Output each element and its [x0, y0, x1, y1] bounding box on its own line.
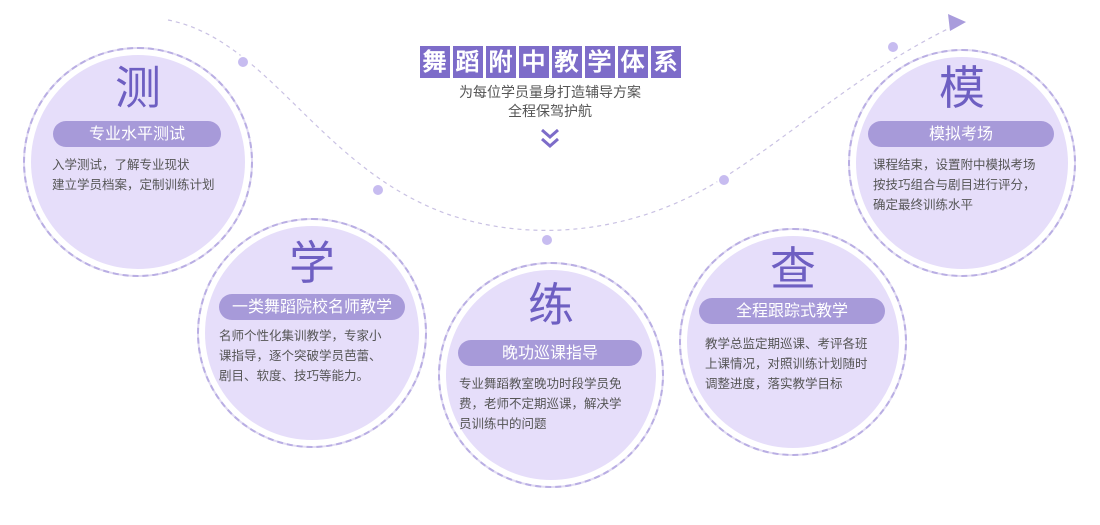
description-line: 专业舞蹈教室晚功时段学员免: [459, 376, 622, 391]
subtitle-line: 为每位学员量身打造辅导方案: [459, 85, 641, 101]
title-char: 学: [584, 46, 615, 78]
arrow-head-icon: [948, 14, 966, 31]
description-line: 课程结束，设置附中模拟考场: [873, 157, 1036, 172]
title-char: 教: [551, 46, 582, 78]
step-label: 晚功巡课指导: [458, 340, 642, 366]
path-dot: [540, 233, 554, 247]
path-dot: [236, 55, 250, 69]
step-description: 教学总监定期巡课、考评各班 上课情况，对照训练计划随时 调整进度，落实教学目标: [705, 334, 868, 394]
description-line: 费，老师不定期巡课，解决学: [459, 396, 622, 411]
description-line: 入学测试，了解专业现状: [52, 157, 190, 172]
path-dot: [371, 183, 385, 197]
description-line: 调整进度，落实教学目标: [705, 376, 843, 391]
description-line: 名师个性化集训教学，专家小: [219, 328, 382, 343]
description-line: 建立学员档案，定制训练计划: [52, 177, 215, 192]
step-description: 专业舞蹈教室晚功时段学员免 费，老师不定期巡课，解决学 员训练中的问题: [459, 374, 622, 434]
step-circle-test: 测 专业水平测试 入学测试，了解专业现状 建立学员档案，定制训练计划: [23, 47, 253, 277]
description-line: 课指导，逐个突破学员芭蕾、: [219, 348, 382, 363]
subtitle: 为每位学员量身打造辅导方案 全程保驾护航: [410, 84, 690, 122]
step-description: 入学测试，了解专业现状 建立学员档案，定制训练计划: [52, 155, 215, 195]
title-char: 系: [650, 46, 681, 78]
step-char: 模: [939, 61, 985, 115]
path-dot: [717, 173, 731, 187]
step-label: 模拟考场: [868, 121, 1054, 147]
step-char: 测: [115, 61, 161, 115]
title-char: 体: [617, 46, 648, 78]
path-dot: [886, 40, 900, 54]
step-label: 一类舞蹈院校名师教学: [219, 294, 405, 320]
subtitle-line: 全程保驾护航: [508, 104, 592, 120]
step-char: 查: [770, 242, 816, 296]
title-char: 舞: [419, 46, 450, 78]
step-circle-check: 查 全程跟踪式教学 教学总监定期巡课、考评各班 上课情况，对照训练计划随时 调整…: [679, 228, 907, 456]
step-char: 练: [528, 278, 574, 332]
step-label: 全程跟踪式教学: [699, 298, 885, 324]
title-char: 中: [518, 46, 549, 78]
description-line: 按技巧组合与剧目进行评分，: [873, 177, 1036, 192]
description-line: 上课情况，对照训练计划随时: [705, 356, 868, 371]
step-description: 名师个性化集训教学，专家小 课指导，逐个突破学员芭蕾、 剧目、软度、技巧等能力。: [219, 326, 382, 386]
description-line: 剧目、软度、技巧等能力。: [219, 368, 370, 383]
header: 舞 蹈 附 中 教 学 体 系 为每位学员量身打造辅导方案 全程保驾护航: [410, 46, 690, 151]
description-line: 教学总监定期巡课、考评各班: [705, 336, 868, 351]
title-char: 蹈: [452, 46, 483, 78]
title-char: 附: [485, 46, 516, 78]
step-circle-mock-exam: 模 模拟考场 课程结束，设置附中模拟考场 按技巧组合与剧目进行评分， 确定最终训…: [848, 49, 1076, 277]
description-line: 确定最终训练水平: [873, 197, 974, 212]
step-circle-practice: 练 晚功巡课指导 专业舞蹈教室晚功时段学员免 费，老师不定期巡课，解决学 员训练…: [438, 262, 664, 488]
step-circle-learn: 学 一类舞蹈院校名师教学 名师个性化集训教学，专家小 课指导，逐个突破学员芭蕾、…: [197, 218, 427, 448]
page-title: 舞 蹈 附 中 教 学 体 系: [410, 46, 690, 78]
step-char: 学: [289, 236, 335, 290]
step-description: 课程结束，设置附中模拟考场 按技巧组合与剧目进行评分， 确定最终训练水平: [873, 155, 1036, 215]
step-label: 专业水平测试: [53, 121, 221, 147]
description-line: 员训练中的问题: [459, 416, 547, 431]
double-chevron-down-icon: [541, 128, 559, 148]
